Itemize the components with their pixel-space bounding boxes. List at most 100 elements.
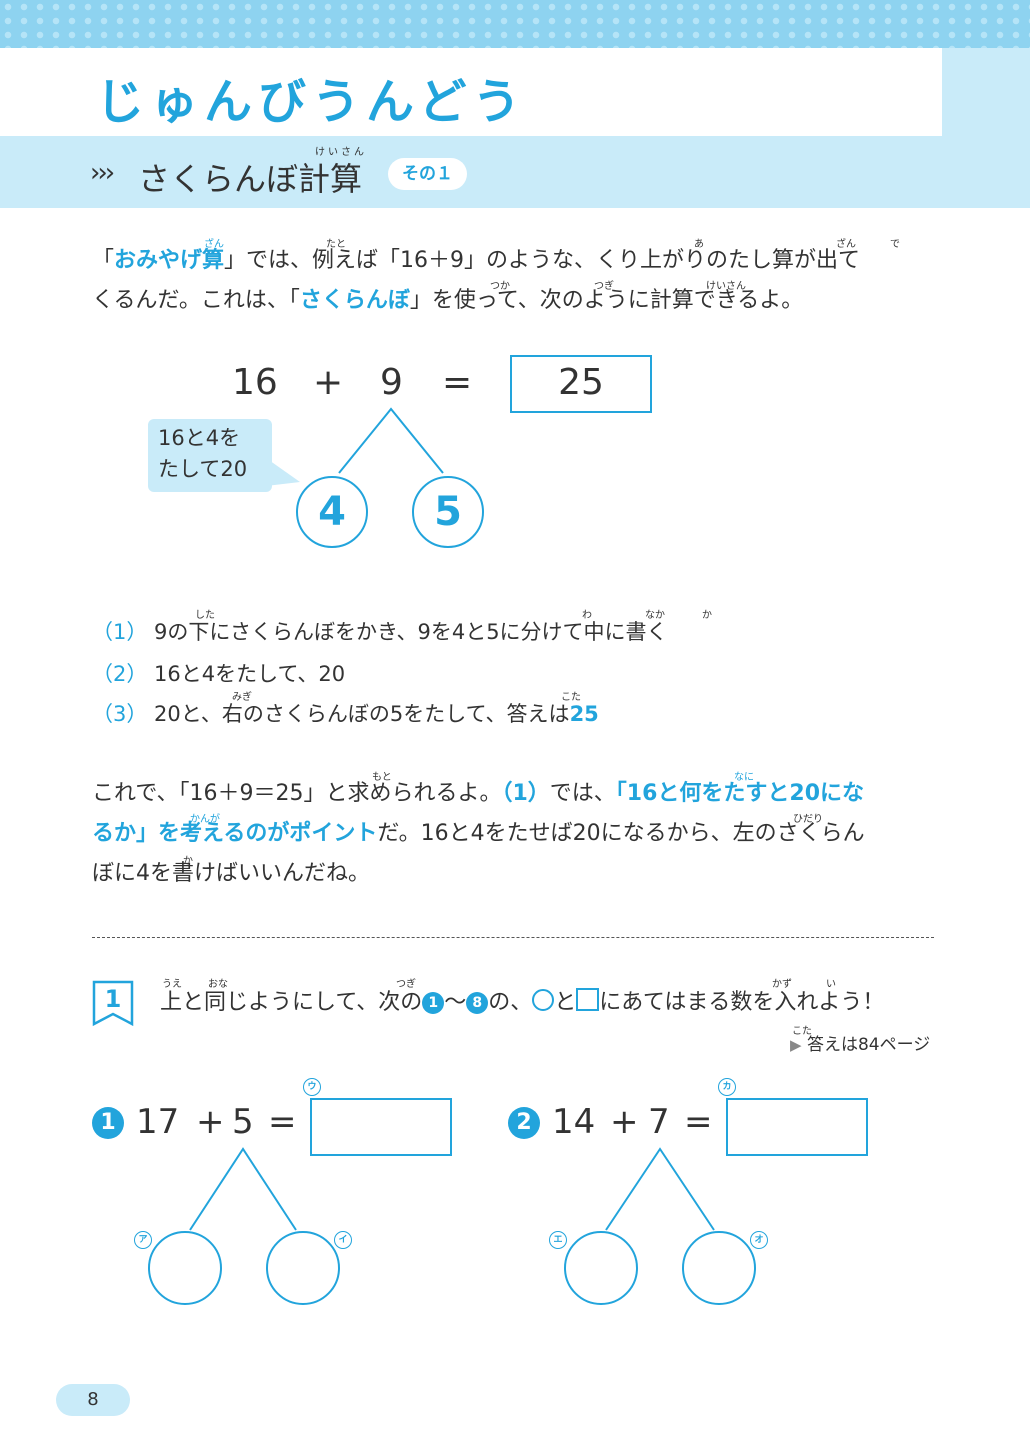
problem-number-icon: 1 bbox=[92, 980, 134, 1027]
intro-paragraph: 「おみやげ算」では、例えば「16＋9」のような、くり上がりのたし算が出て くるん… bbox=[92, 241, 860, 321]
example-left-circle: 4 bbox=[296, 476, 368, 548]
exercise-1-operand-a: 17 bbox=[136, 1102, 180, 1142]
explanation-line-2: るか」を考えるのがポイントだ。16と4をたせば20になるから、左のさくらん bbox=[92, 814, 865, 854]
exercise-1-plus: + bbox=[196, 1102, 225, 1142]
intro-line-2-run-2: 」を使って、次のように計算できるよ。 bbox=[409, 288, 804, 313]
subtitle-ruby: けいさん bbox=[315, 147, 367, 158]
title-band bbox=[0, 48, 942, 136]
chevron-icon: ››› bbox=[90, 158, 115, 188]
example-answer: 25 bbox=[558, 362, 604, 403]
explanation-line-3: ぼに4を書けばいいんだね。 bbox=[92, 854, 865, 894]
explanation-line-3-run-0: ぼに4を書けばいいんだね。 bbox=[92, 861, 370, 886]
exercise-1-left-label: ア bbox=[134, 1231, 152, 1249]
explain-ruby-2: なに bbox=[734, 772, 754, 783]
explain-ruby-4: ひだり bbox=[793, 814, 823, 825]
exercise-2-left-circle[interactable] bbox=[564, 1231, 638, 1305]
intro-ruby-5: つか bbox=[490, 281, 510, 292]
exercise-1-equals: = bbox=[268, 1102, 297, 1142]
intro-ruby-1: たと bbox=[326, 239, 346, 250]
problem-text-d: にあてはまる数を入れよう！ bbox=[599, 990, 885, 1015]
exercise-2-right-label: オ bbox=[750, 1231, 768, 1249]
square-symbol-icon bbox=[576, 988, 600, 1011]
intro-line-1-run-0: 「 bbox=[92, 248, 115, 273]
step-text: 16と4をたして、20 bbox=[154, 662, 346, 686]
exercise-2-left-label: エ bbox=[549, 1231, 567, 1249]
intro-line-1: 「おみやげ算」では、例えば「16＋9」のような、くり上がりのたし算が出て bbox=[92, 241, 860, 281]
header-corner bbox=[942, 48, 1030, 138]
part-badge: その１ bbox=[388, 158, 467, 190]
problem-ruby-5: い bbox=[826, 979, 836, 990]
problem-text-a: 上と同じようにして、次の bbox=[160, 990, 423, 1015]
exercise-2-number: 2 bbox=[508, 1107, 540, 1139]
explanation-line-1-run-1: （1） bbox=[501, 781, 550, 806]
section-subtitle: さくらんぼ計算 bbox=[138, 160, 363, 198]
intro-ruby-4: で bbox=[890, 239, 900, 250]
exercise-2-operand-b: 7 bbox=[648, 1102, 670, 1142]
problem-ruby-2: おな bbox=[208, 979, 228, 990]
page-title: じゅんびうんどう bbox=[96, 74, 527, 130]
exercise-2-answer-box[interactable] bbox=[726, 1098, 868, 1156]
intro-line-1-run-1: おみやげ算 bbox=[114, 248, 225, 273]
page-number: 8 bbox=[56, 1384, 130, 1416]
explain-ruby-5: か bbox=[183, 856, 193, 867]
steps-ruby-3: なか bbox=[645, 610, 665, 621]
example-operand-a: 16 bbox=[232, 362, 278, 403]
dashed-divider bbox=[92, 937, 934, 938]
intro-line-2: くるんだ。これは、「さくらんぼ」を使って、次のように計算できるよ。 bbox=[92, 281, 860, 321]
steps-ruby-6: こた bbox=[561, 692, 581, 703]
range-end-icon: 8 bbox=[466, 992, 489, 1014]
step-number: （1） bbox=[92, 620, 148, 644]
intro-line-2-run-1: さくらんぼ bbox=[299, 288, 410, 313]
step-number: （2） bbox=[92, 662, 148, 686]
intro-ruby-3: ざん bbox=[836, 239, 856, 250]
explain-ruby-3: かんが bbox=[190, 814, 220, 825]
header-dot-pattern bbox=[0, 0, 1030, 48]
problem-number: 1 bbox=[105, 985, 122, 1013]
explain-ruby-1: もと bbox=[372, 772, 392, 783]
exercise-2-plus: + bbox=[610, 1102, 639, 1142]
problem-ruby-3: つぎ bbox=[396, 979, 416, 990]
explanation-paragraph: これで、「16＋9＝25」と求められるよ。（1）では、「16と何をたすと20にな… bbox=[92, 774, 865, 894]
intro-line-1-run-2: 」では、例えば「16＋9」のような、くり上がりのたし算が出て bbox=[224, 248, 861, 273]
example-stem-lines bbox=[338, 407, 444, 474]
step-text: 25 bbox=[569, 702, 599, 726]
explanation-line-1-run-0: これで、「16＋9＝25」と求められるよ。 bbox=[92, 781, 502, 806]
problem-ruby-1: うえ bbox=[162, 979, 182, 990]
steps-ruby-5: みぎ bbox=[232, 692, 252, 703]
exercise-1-answer-box[interactable] bbox=[310, 1098, 452, 1156]
explanation-line-1-run-3: 「16と何をたすと20にな bbox=[615, 781, 865, 806]
steps-ruby-1: した bbox=[195, 610, 215, 621]
step-text: 20と、右のさくらんぼの5をたして、答えは bbox=[154, 702, 570, 726]
exercise-2-equals: = bbox=[684, 1102, 713, 1142]
answer-reference: ▶ 答えは84ページ bbox=[790, 1030, 930, 1055]
exercise-1-right-label: イ bbox=[334, 1231, 352, 1249]
explanation-line-1-run-2: では、 bbox=[549, 781, 616, 806]
intro-ruby-0: ざん bbox=[204, 239, 224, 250]
circle-symbol-icon bbox=[532, 989, 555, 1011]
explanation-line-1: これで、「16＋9＝25」と求められるよ。（1）では、「16と何をたすと20にな bbox=[92, 774, 865, 814]
step-item-1: （1）9の下にさくらんぼをかき、9を4と5に分けて中に書く bbox=[92, 616, 668, 646]
exercise-2-operand-a: 14 bbox=[552, 1102, 596, 1142]
explanation-line-2-run-0: るか」を考えるのがポイント bbox=[92, 821, 378, 846]
exercise-2-right-circle[interactable] bbox=[682, 1231, 756, 1305]
intro-line-2-run-0: くるんだ。これは、「 bbox=[92, 288, 300, 313]
problem-ruby-4: かず bbox=[772, 979, 792, 990]
exercise-1-number: 1 bbox=[92, 1107, 124, 1139]
exercise-2-box-label: カ bbox=[718, 1078, 736, 1096]
intro-ruby-2: あ bbox=[694, 239, 704, 250]
step-item-3: （3）20と、右のさくらんぼの5をたして、答えは25 bbox=[92, 698, 599, 728]
exercise-1-left-circle[interactable] bbox=[148, 1231, 222, 1305]
ref-ruby: こた bbox=[792, 1026, 812, 1037]
exercise-1-right-circle[interactable] bbox=[266, 1231, 340, 1305]
steps-ruby-4: か bbox=[702, 610, 712, 621]
steps-ruby-2: わ bbox=[582, 610, 592, 621]
explanation-line-2-run-1: だ。16と4をたせば20になるから、左のさくらん bbox=[377, 821, 865, 846]
step-number: （3） bbox=[92, 702, 148, 726]
example-equals: = bbox=[442, 362, 473, 403]
problem-text-b: の、 bbox=[488, 990, 533, 1015]
exercise-1-box-label: ウ bbox=[303, 1078, 321, 1096]
bubble-tail bbox=[266, 458, 300, 486]
hint-bubble: 16と4を たして20 bbox=[148, 419, 272, 492]
